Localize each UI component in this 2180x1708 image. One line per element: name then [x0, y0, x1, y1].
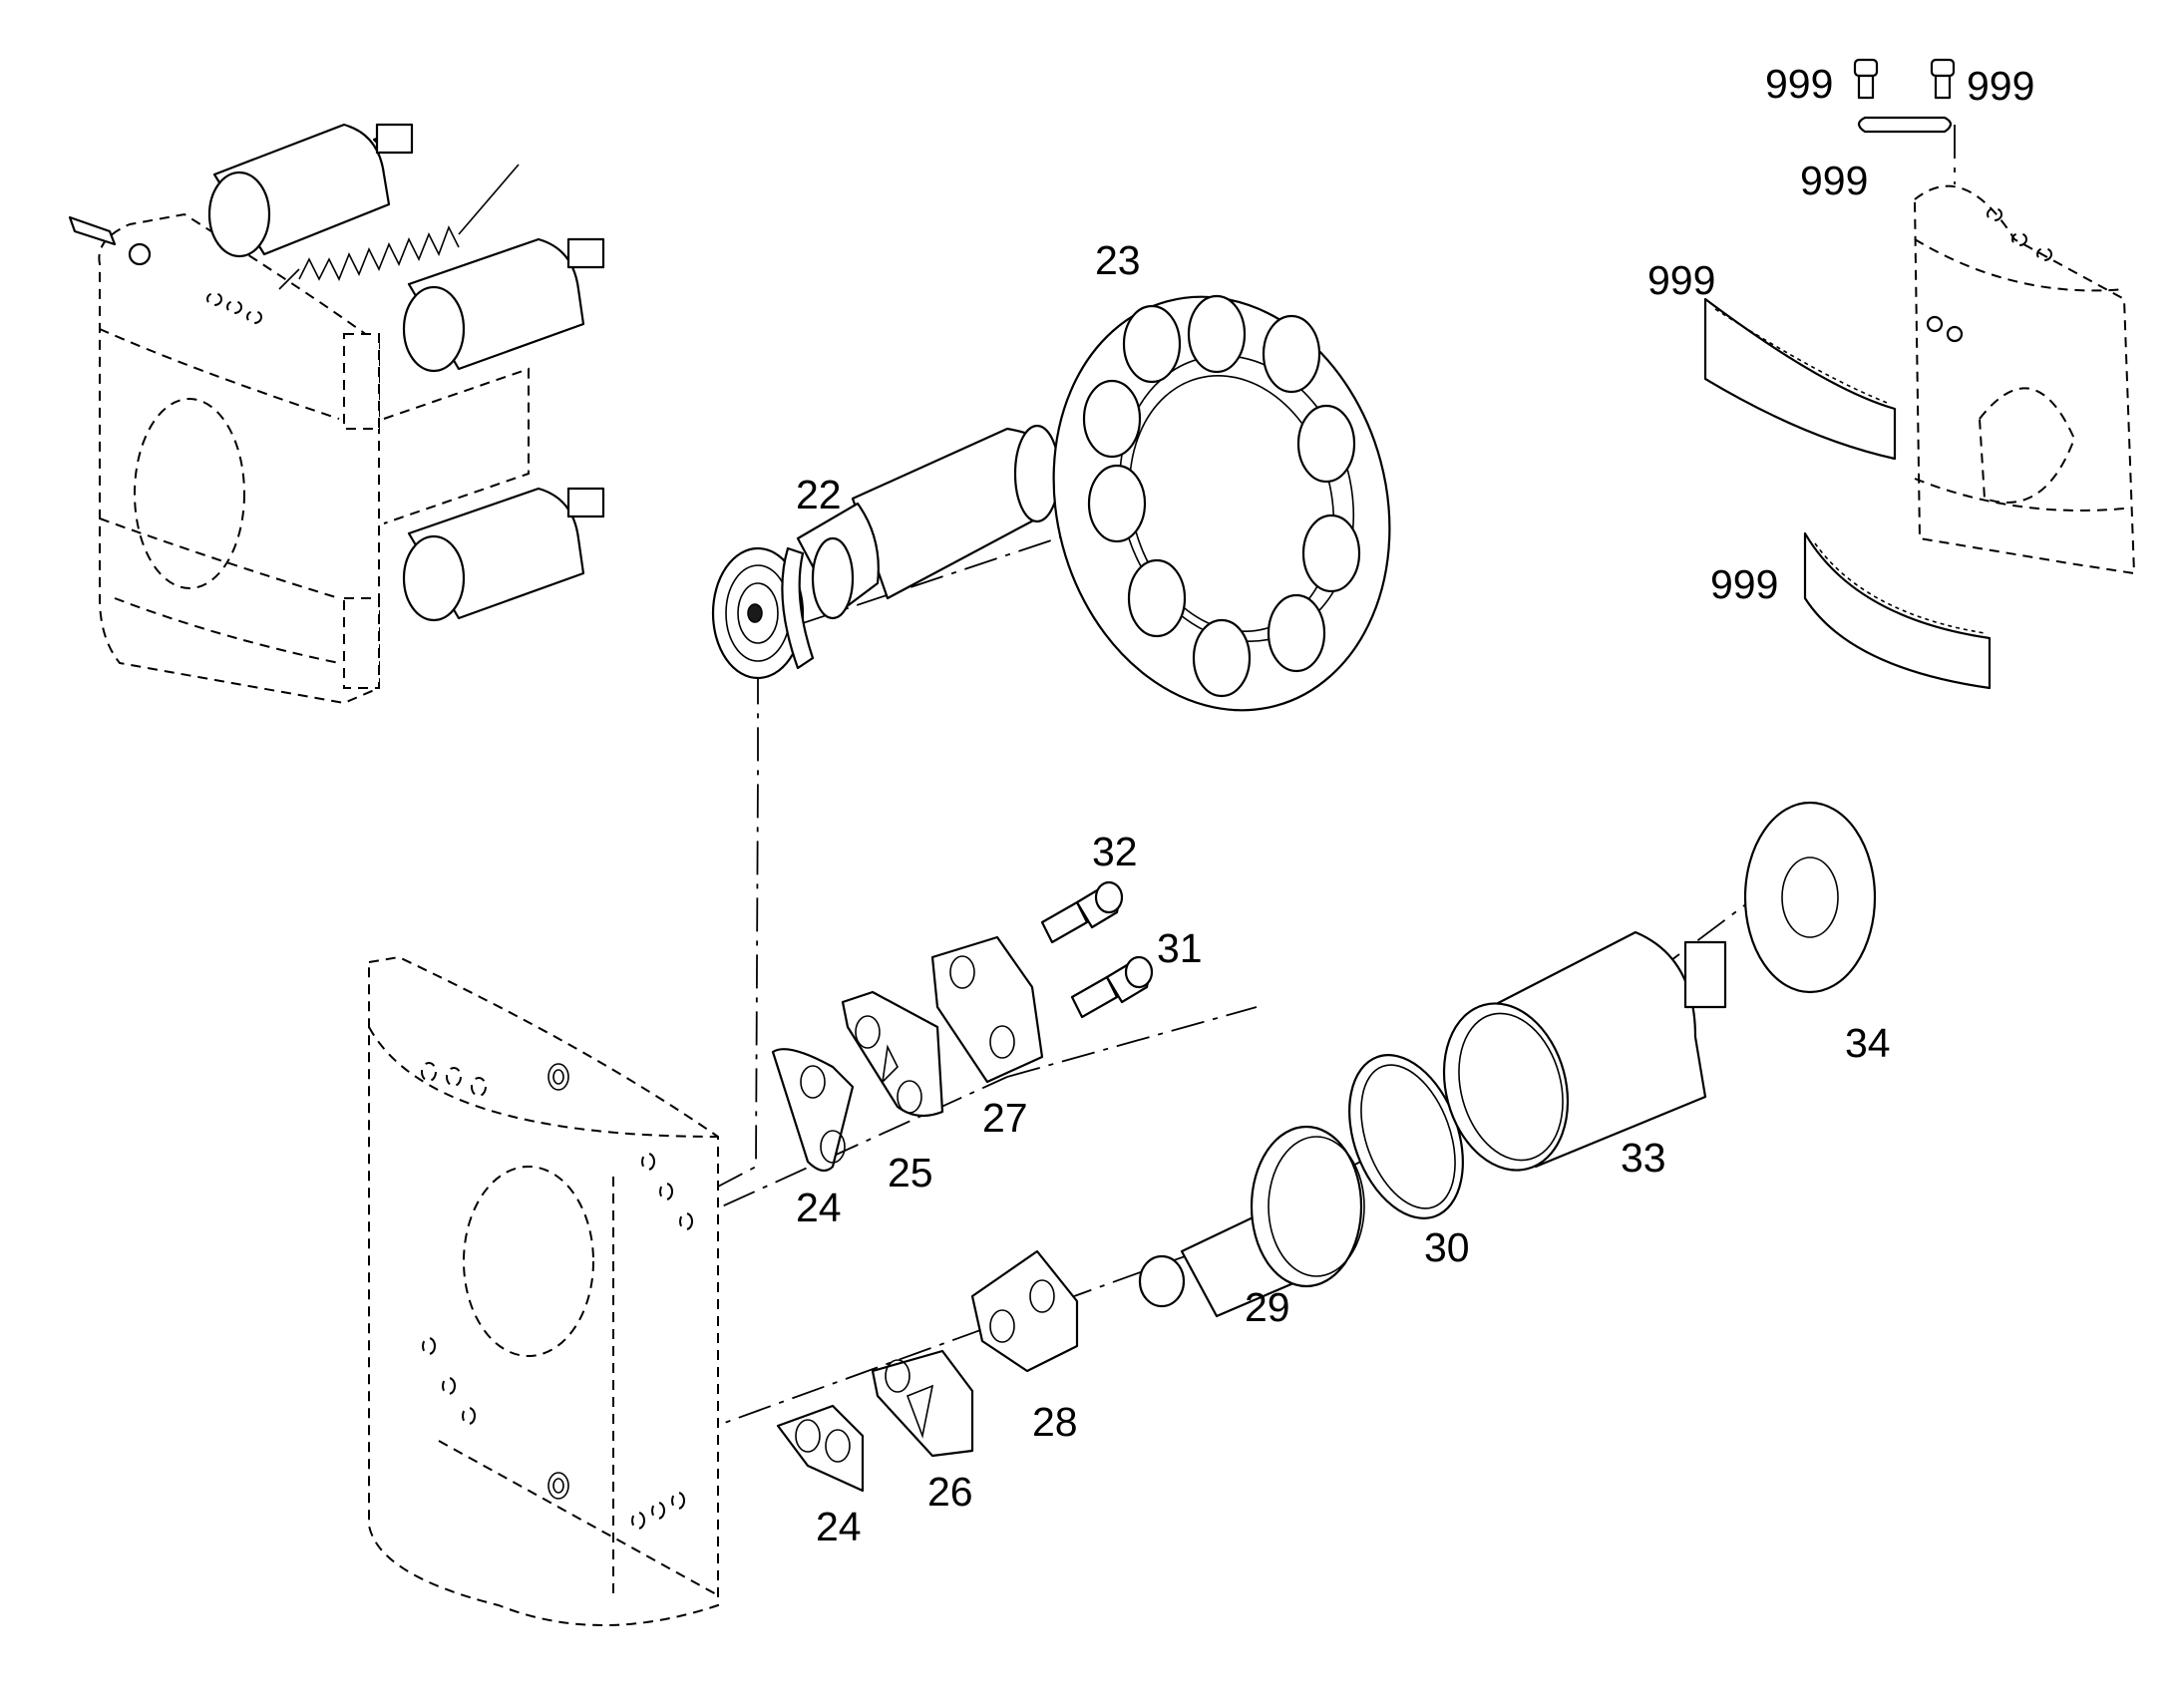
part-27-plate [930, 935, 1044, 1084]
part-32-screw [1040, 880, 1124, 944]
tl-clip [68, 215, 152, 266]
housing-block [368, 955, 719, 1626]
callout-26: 26 [927, 1469, 973, 1515]
tl-cylinder-2 [402, 237, 605, 373]
callout-999-segment-upper: 999 [1647, 257, 1715, 303]
top-right-block [1913, 184, 2136, 575]
callout-999-segment-lower: 999 [1710, 561, 1778, 607]
callout-999-top-left: 999 [1765, 61, 1833, 107]
callout-27: 27 [982, 1095, 1028, 1141]
callout-31: 31 [1157, 925, 1203, 971]
part-23-plate [1052, 294, 1391, 712]
top-left-assembly [68, 123, 605, 705]
part-22-piston [711, 424, 1061, 680]
callout-28: 28 [1032, 1399, 1078, 1445]
part-30-ring [1348, 1054, 1464, 1219]
callout-29: 29 [1245, 1284, 1290, 1330]
part-26-plate [871, 1349, 974, 1458]
callout-24-upper: 24 [796, 1185, 842, 1230]
callout-34: 34 [1845, 1020, 1891, 1066]
part-24-plate-upper [771, 1048, 855, 1173]
callout-999-link: 999 [1800, 158, 1868, 203]
callout-23: 23 [1095, 237, 1141, 283]
part-24-plate-lower [776, 1404, 865, 1493]
part-999-fasteners [1853, 58, 1956, 134]
part-34-washer [1743, 801, 1877, 994]
tl-cylinder-1 [207, 123, 414, 258]
part-31-screw [1070, 955, 1154, 1019]
part-999-segments [1703, 297, 1992, 690]
callout-22: 22 [796, 472, 842, 517]
part-33-cylinder [1442, 930, 1727, 1172]
callout-25: 25 [888, 1150, 933, 1196]
callout-999-top-right: 999 [1967, 63, 2034, 109]
callout-32: 32 [1092, 829, 1138, 874]
tl-spring [278, 164, 520, 290]
callout-24-lower: 24 [816, 1504, 862, 1549]
part-28-plate [970, 1249, 1079, 1373]
part-29-piston [1138, 1125, 1365, 1318]
callout-33: 33 [1621, 1135, 1666, 1181]
callout-labels: 22 23 24 25 27 32 31 29 30 33 34 28 26 2… [796, 61, 2034, 1549]
part-25-plate [841, 990, 944, 1118]
callout-30: 30 [1424, 1224, 1470, 1270]
tl-cylinder-3 [402, 487, 605, 622]
